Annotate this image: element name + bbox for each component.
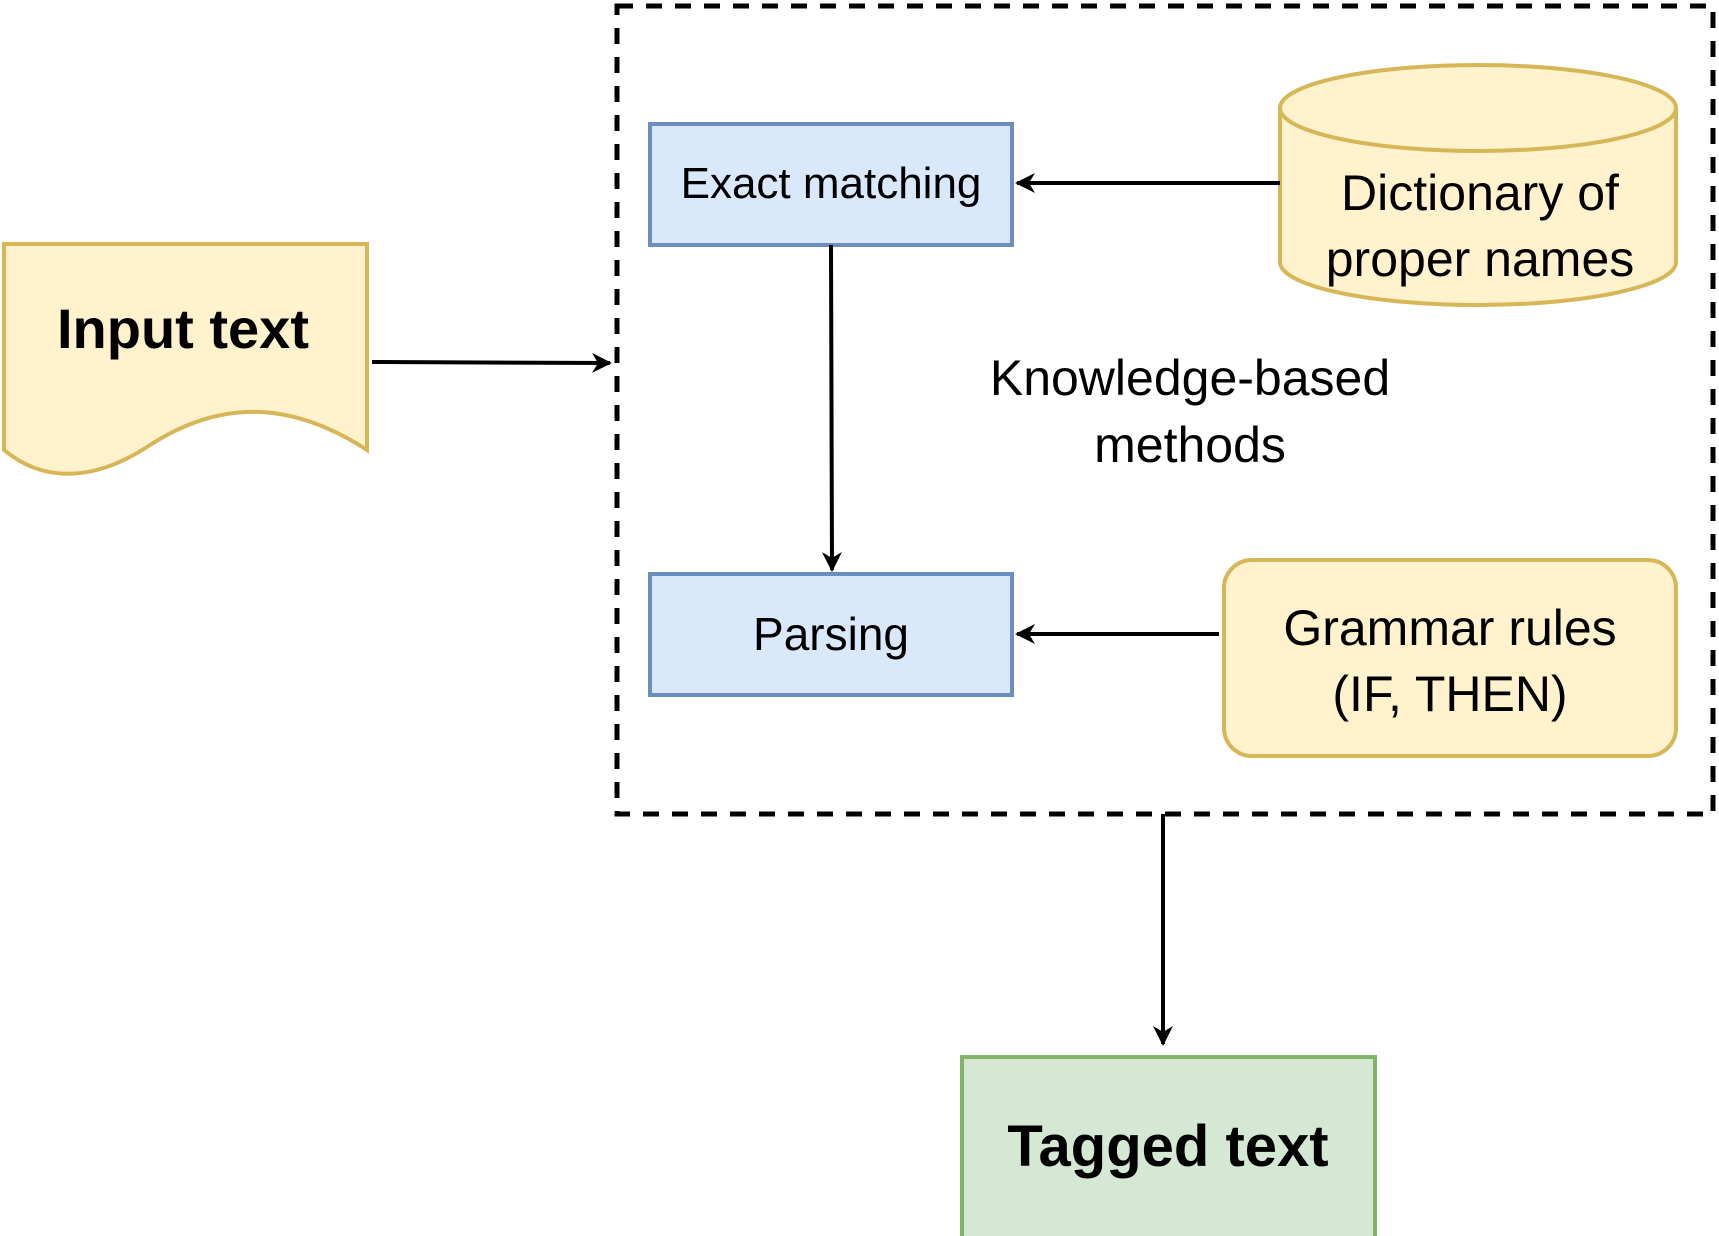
edge-exact-matching-to-parsing [821, 244, 842, 572]
parsing-label: Parsing [753, 608, 909, 660]
dictionary-cylinder-top [1278, 63, 1678, 153]
dictionary-label-line2: proper names [1326, 231, 1635, 287]
grammar-rules-label-line1: Grammar rules [1283, 600, 1616, 656]
exact-matching-label: Exact matching [681, 159, 982, 208]
input-text-shape [2, 242, 369, 476]
tagged-text-node[interactable]: Tagged text [960, 1055, 1377, 1236]
exact-matching-node[interactable]: Exact matching [648, 122, 1014, 247]
parsing-node[interactable]: Parsing [648, 572, 1014, 697]
dictionary-label-line1: Dictionary of [1341, 165, 1619, 221]
parsing-box [648, 572, 1014, 697]
edge-input-to-group [371, 352, 612, 373]
grammar-rules-label-line2: (IF, THEN) [1332, 666, 1567, 722]
group-label-line2: methods [1094, 417, 1286, 473]
dictionary-node[interactable]: Dictionary of proper names [1278, 63, 1678, 307]
tagged-text-label: Tagged text [1007, 1114, 1328, 1179]
exact-matching-box [648, 122, 1014, 247]
grammar-rules-box [1222, 558, 1678, 758]
group-label-line1: Knowledge-based [990, 350, 1390, 406]
input-text-label: Input text [57, 297, 309, 360]
input-text-node[interactable]: Input text [2, 242, 369, 476]
tagged-text-box [960, 1055, 1377, 1236]
dictionary-cylinder-body [1278, 108, 1678, 307]
grammar-rules-node[interactable]: Grammar rules (IF, THEN) [1222, 558, 1678, 758]
